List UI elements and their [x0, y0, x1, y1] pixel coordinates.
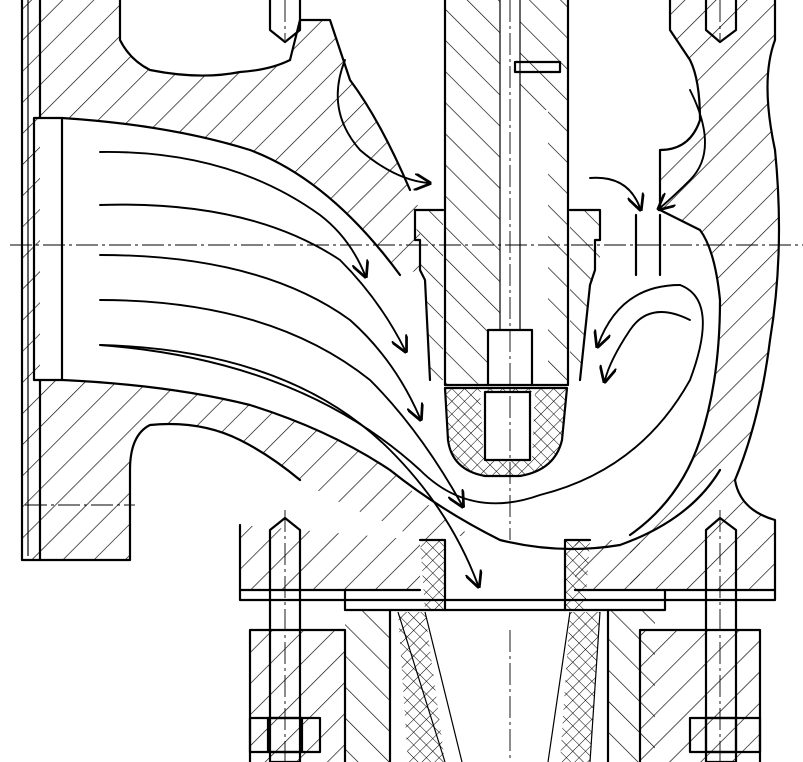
flow-arrows	[99, 59, 706, 585]
body-outlines	[20, 0, 781, 762]
flow-arrow	[99, 344, 478, 585]
flow-arrow	[605, 311, 691, 380]
flow-arrow	[336, 59, 428, 183]
valve-body	[22, 0, 779, 762]
flow-arrow	[589, 176, 640, 208]
flow-arrow	[99, 203, 405, 350]
plug-cross-hatch	[445, 388, 567, 476]
flow-arrow	[598, 284, 681, 345]
bolts	[248, 0, 762, 762]
centerlines	[10, 0, 803, 762]
flow-arrow	[99, 254, 420, 418]
flow-arrow	[99, 299, 462, 505]
flow-arrow	[99, 151, 365, 275]
flow-arrow	[99, 284, 704, 505]
flow-arrow	[660, 89, 706, 208]
packing-cross-hatch	[398, 540, 600, 762]
